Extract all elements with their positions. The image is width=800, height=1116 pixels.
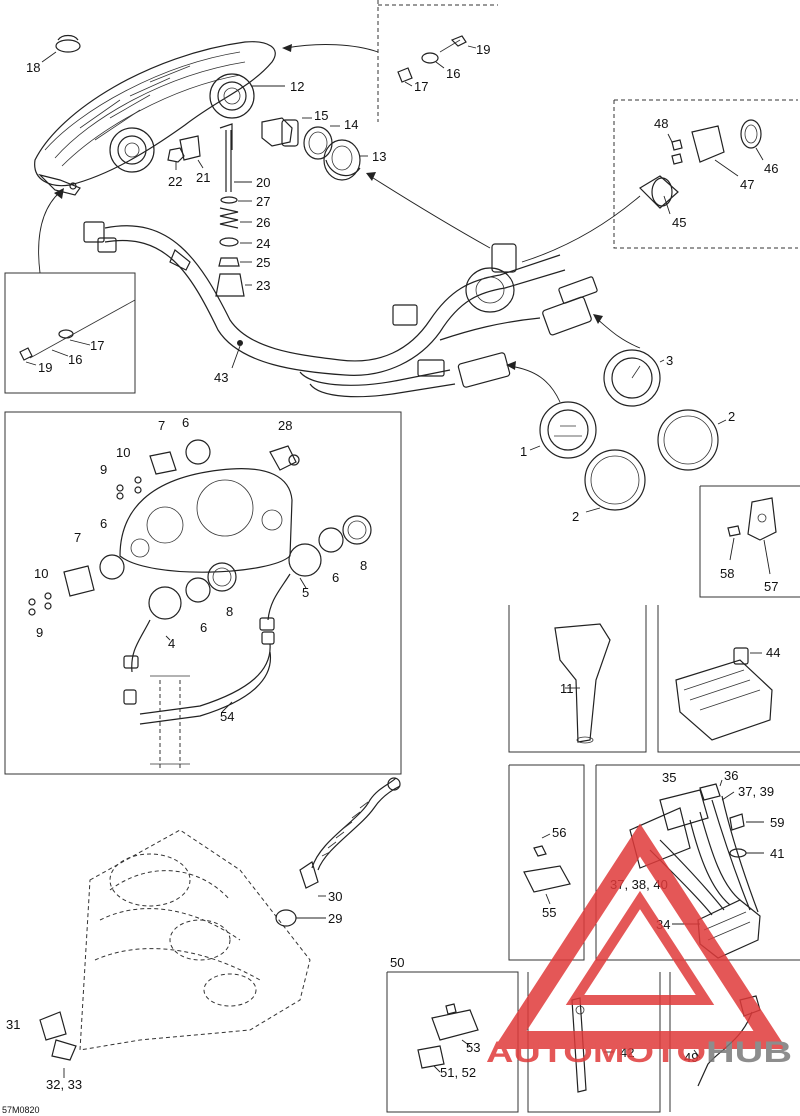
label-32-33: 32, 33: [46, 1077, 82, 1092]
label-26: 26: [256, 215, 270, 230]
clip-icon: [41, 34, 81, 63]
label-19-inset: 19: [38, 360, 52, 375]
hood-nacelle: [39, 777, 401, 1078]
label-22: 22: [168, 174, 182, 189]
headlight-housing: [34, 41, 276, 196]
label-11: 11: [560, 681, 574, 696]
label-20: 20: [256, 175, 270, 190]
label-6-top: 6: [182, 415, 189, 430]
label-12: 12: [290, 79, 304, 94]
watermark: AUTOMOTO HUB: [486, 823, 792, 1069]
label-23: 23: [256, 278, 270, 293]
relay-icon: [554, 623, 611, 744]
label-53: 53: [466, 1040, 480, 1055]
label-9-left: 9: [36, 625, 43, 640]
label-15: 15: [314, 108, 328, 123]
label-59: 59: [770, 815, 784, 830]
seal-ring-icon: [303, 126, 333, 160]
label-36: 36: [724, 768, 738, 783]
label-10-top: 10: [116, 445, 130, 460]
label-3: 3: [666, 353, 673, 368]
label-14: 14: [344, 117, 358, 132]
bracket-icon: [727, 497, 777, 575]
screw-washer-group-inset: [19, 299, 136, 366]
label-19-top: 19: [476, 42, 490, 57]
clamp-icon: [523, 833, 571, 905]
watermark-triangle-inner: [565, 890, 715, 1005]
label-18: 18: [26, 60, 40, 75]
label-54: 54: [220, 709, 234, 724]
label-2-left: 2: [572, 509, 579, 524]
label-44: 44: [766, 645, 780, 660]
label-48: 48: [654, 116, 668, 131]
label-17-inset: 17: [90, 338, 104, 353]
label-5: 5: [302, 585, 309, 600]
screw-washer-group-top: [397, 35, 477, 87]
label-47: 47: [740, 177, 754, 192]
grommet-icon: [179, 135, 204, 169]
rubber-cap-icon: [323, 139, 361, 181]
label-57: 57: [764, 579, 778, 594]
label-41: 41: [770, 846, 784, 861]
adjuster-screw-icon: [215, 123, 252, 297]
instrument-cluster: [28, 439, 372, 770]
label-35: 35: [662, 770, 676, 785]
watermark-triangle-outer: [493, 823, 787, 1049]
part-labels: 18 12 15 14 13 19 16 17 22 21 20 27 26 2…: [2, 42, 784, 1115]
label-16-inset: 16: [68, 352, 82, 367]
label-16-top: 16: [446, 66, 460, 81]
label-4: 4: [168, 636, 175, 651]
label-56: 56: [552, 825, 566, 840]
label-6-mid: 6: [200, 620, 207, 635]
gauge-icon: [529, 349, 727, 513]
label-46: 46: [764, 161, 778, 176]
diagram-code: 57M0820: [2, 1105, 40, 1115]
nut-icon: [167, 147, 185, 170]
label-25: 25: [256, 255, 270, 270]
label-7-top: 7: [158, 418, 165, 433]
wiring-harness: [83, 221, 598, 398]
label-9-top: 9: [100, 462, 107, 477]
label-55: 55: [542, 905, 556, 920]
label-28: 28: [278, 418, 292, 433]
switch-icon: [639, 119, 764, 215]
label-50: 50: [390, 955, 404, 970]
label-6-left: 6: [100, 516, 107, 531]
label-10-left: 10: [34, 566, 48, 581]
label-37-39: 37, 39: [738, 784, 774, 799]
label-51-52: 51, 52: [440, 1065, 476, 1080]
label-31: 31: [6, 1017, 20, 1032]
label-8-mid: 8: [226, 604, 233, 619]
label-8-right: 8: [360, 558, 367, 573]
label-27: 27: [256, 194, 270, 209]
label-24: 24: [256, 236, 270, 251]
fuse-box-icon: [675, 647, 773, 741]
watermark-text-left: AUTOMOTO: [486, 1036, 706, 1069]
label-21: 21: [196, 170, 210, 185]
label-43: 43: [214, 370, 228, 385]
bulb-icon: [261, 117, 299, 147]
label-1: 1: [520, 444, 527, 459]
label-30: 30: [328, 889, 342, 904]
label-37-38-40: 37, 38, 40: [610, 877, 668, 892]
sensor-icon: [417, 1003, 479, 1073]
inset-frames: [4, 0, 800, 1113]
label-58: 58: [720, 566, 734, 581]
watermark-text-right: HUB: [706, 1036, 792, 1069]
label-13: 13: [372, 149, 386, 164]
label-29: 29: [328, 911, 342, 926]
label-49: 49: [684, 1050, 698, 1065]
label-2-right: 2: [728, 409, 735, 424]
label-6-right: 6: [332, 570, 339, 585]
label-45: 45: [672, 215, 686, 230]
label-7-left: 7: [74, 530, 81, 545]
label-17-top: 17: [414, 79, 428, 94]
